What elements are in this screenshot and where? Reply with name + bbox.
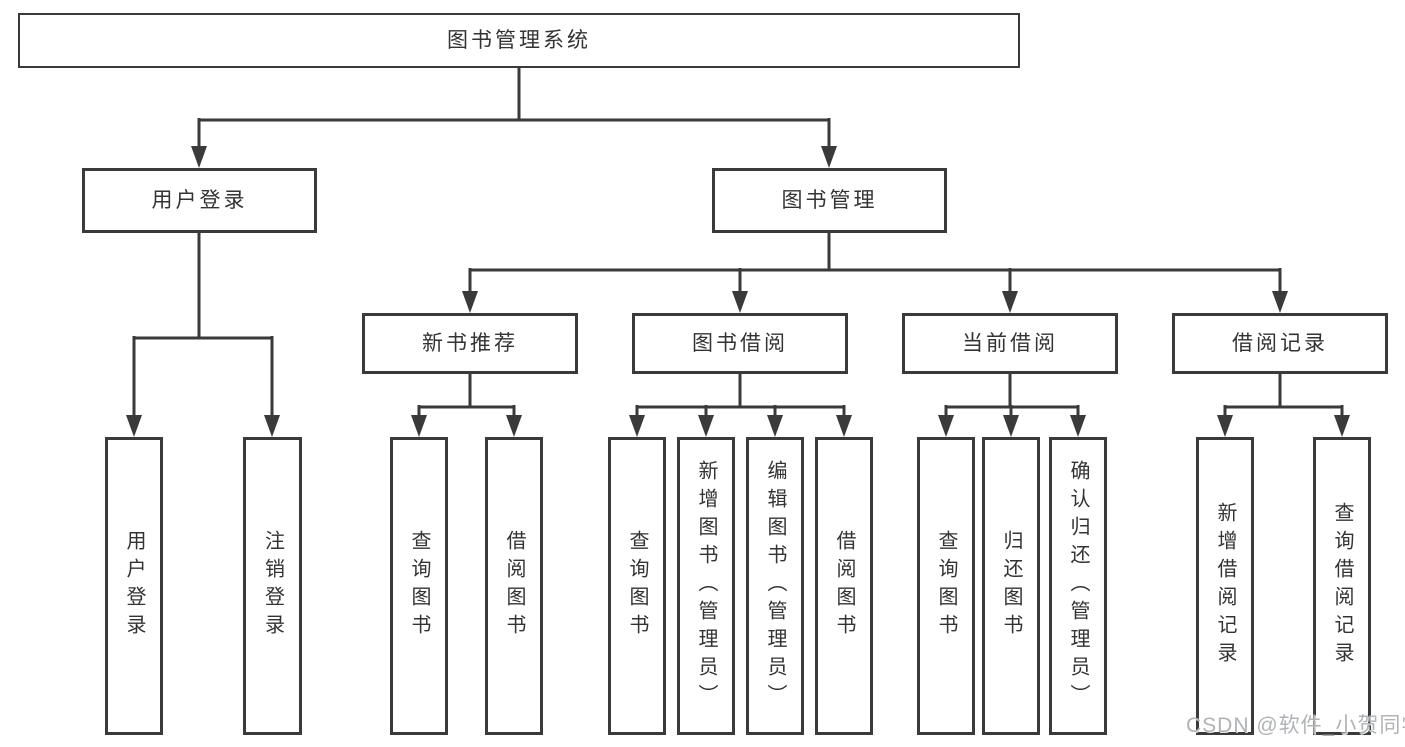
arrowhead [411,415,427,437]
connector-book-borrowing-to-children [635,372,846,421]
csdn-watermark: CSDN @软件_小贺同学 [1186,714,1405,737]
node-current-borrowing: 当前借阅 [902,313,1118,374]
connector-borrow-records-to-children [1223,372,1344,421]
node-return-books: 归还图书 [982,437,1040,735]
node-new-book-recommend: 新书推荐 [362,313,578,374]
arrowhead [506,415,522,437]
arrowhead [629,415,645,437]
arrowhead [1003,415,1019,437]
node-borrow-books-recommend: 借阅图书 [485,437,543,735]
node-edit-books-admin: 编辑图书（管理员） [746,437,804,735]
node-label: 图书管理 [781,189,878,212]
node-label: 用户登录 [151,189,248,212]
node-add-borrow-record: 新增借阅记录 [1196,437,1254,735]
connector-current-borrowing-to-children [944,372,1080,421]
arrowhead [767,415,783,437]
node-label: 查询图书 [935,530,957,642]
node-user-login-action: 用户登录 [105,437,163,735]
arrowhead [1334,415,1350,437]
node-label: 当前借阅 [962,332,1058,355]
node-library-system: 图书管理系统 [18,13,1020,68]
connector-book-mgmt-to-level3 [468,231,1282,295]
arrowhead [264,415,280,437]
arrowhead [191,146,207,168]
node-add-books-admin: 新增图书（管理员） [677,437,735,735]
connector-new-book-recommend-to-children [417,372,516,421]
node-label: 确认归还（管理员） [1067,460,1089,712]
node-confirm-return-admin: 确认归还（管理员） [1049,437,1107,735]
node-user-login: 用户登录 [82,168,317,233]
node-label: 查询图书 [408,530,430,642]
node-query-borrow-record: 查询借阅记录 [1313,437,1371,735]
node-logout-action: 注销登录 [243,437,302,735]
arrowhead [732,291,748,313]
node-label: 新增借阅记录 [1214,502,1236,670]
node-label: 图书借阅 [692,332,788,355]
node-borrow-records: 借阅记录 [1172,313,1388,374]
node-label: 查询图书 [626,530,648,642]
node-label: 编辑图书（管理员） [764,460,786,712]
connector-user-login-to-children [132,231,274,419]
arrowhead [126,415,142,437]
node-label: 图书管理系统 [447,29,591,52]
arrowhead [1070,415,1086,437]
node-query-books-recommend: 查询图书 [390,437,448,735]
node-label: 注销登录 [261,530,284,642]
node-label: 归还图书 [1000,530,1022,642]
node-label: 借阅图书 [833,530,855,642]
arrowhead [938,415,954,437]
arrowhead [698,415,714,437]
arrowhead [462,291,478,313]
arrowhead [836,415,852,437]
node-book-management: 图书管理 [712,168,947,233]
arrowhead [1217,415,1233,437]
node-label: 新书推荐 [422,332,518,355]
node-label: 新增图书（管理员） [695,460,717,712]
arrowhead [821,146,837,168]
node-book-borrowing: 图书借阅 [632,313,848,374]
node-label: 查询借阅记录 [1331,502,1353,670]
node-label: 用户登录 [123,530,145,642]
arrowhead [1272,291,1288,313]
node-label: 借阅图书 [503,530,525,642]
connector-root-to-level2 [197,66,831,150]
node-query-books-borrowing: 查询图书 [608,437,666,735]
node-borrow-books-borrowing: 借阅图书 [815,437,873,735]
arrowhead [1002,291,1018,313]
node-label: 借阅记录 [1232,332,1328,355]
node-query-books-current: 查询图书 [917,437,975,735]
